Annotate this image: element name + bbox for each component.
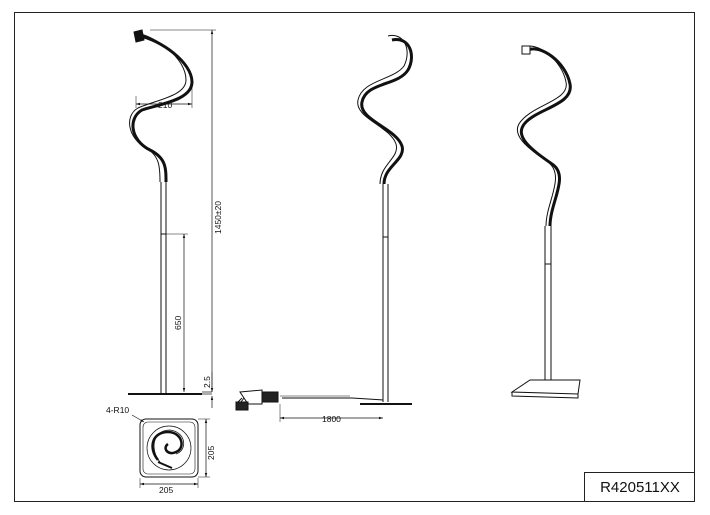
dim-base-depth: 205 [206, 446, 216, 460]
power-plug [235, 389, 279, 411]
part-number-box: R420511XX [584, 472, 695, 502]
spiral-head-perspective [519, 47, 572, 227]
dim-base-width: 205 [159, 485, 173, 495]
front-view-dimensioned [128, 29, 216, 408]
spiral-top-curve [151, 430, 183, 461]
dim-corner-radius: 4-R10 [106, 405, 129, 415]
top-view-base [131, 414, 210, 488]
dim-spiral-width: 210 [158, 100, 172, 110]
dim-cable-length: 1800 [322, 414, 341, 424]
spiral-head-side [360, 38, 413, 185]
power-cable [282, 397, 384, 401]
spiral-head-outline [131, 34, 194, 183]
base-plate-perspective [510, 379, 581, 395]
dim-total-height: 1450±20 [213, 201, 223, 234]
perspective-view [510, 45, 581, 399]
dim-base-thickness: 2.5 [202, 376, 212, 388]
drawing-border [14, 12, 695, 502]
dim-pole-height: 650 [173, 316, 183, 330]
base-square [139, 418, 199, 478]
side-view-with-cable [235, 34, 413, 422]
